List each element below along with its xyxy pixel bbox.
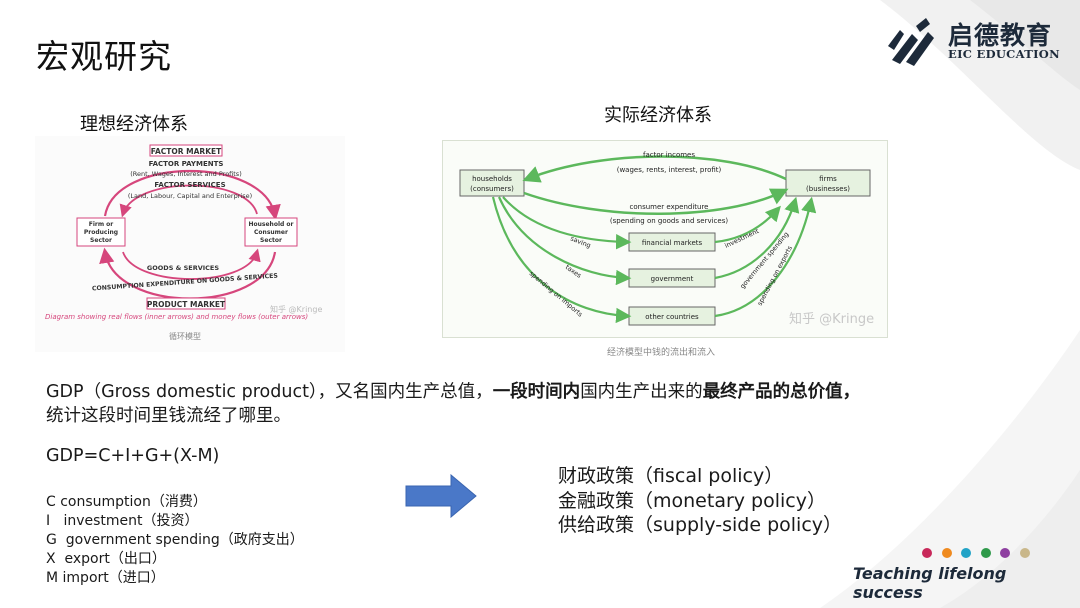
slide-title: 宏观研究 xyxy=(36,37,172,76)
gdp-formula: GDP=C+I+G+(X-M) xyxy=(46,446,220,466)
factor-market-label: FACTOR MARKET xyxy=(151,147,222,156)
government-box: government xyxy=(651,275,694,283)
households-line1: households xyxy=(472,175,512,183)
factor-payments-detail: (Rent, Wages, Interest and Profits) xyxy=(130,170,241,178)
firm-box-line3: Sector xyxy=(90,237,112,244)
circular-flow-diagram: FACTOR MARKET PRODUCT MARKET FACTOR PAYM… xyxy=(35,136,345,352)
money-flow-diagram: households (consumers) firms (businesses… xyxy=(442,140,888,338)
consumer-expenditure-label: consumer expenditure xyxy=(630,203,709,211)
eic-logo-icon xyxy=(888,18,934,66)
brand-dot xyxy=(1019,548,1030,558)
factor-incomes-label: factor incomes xyxy=(643,151,695,159)
household-box-line2: Consumer xyxy=(254,229,288,236)
investment-label: investment xyxy=(723,227,760,250)
tagline: Teaching lifelong success xyxy=(853,564,1007,602)
gdp-definition: GDP（Gross domestic product），又名国内生产总值，一段时… xyxy=(46,380,1056,428)
factor-payments-label: FACTOR PAYMENTS xyxy=(149,160,224,168)
policy-list: 财政政策（fiscal policy） 金融政策（monetary policy… xyxy=(558,464,842,538)
brand-dot xyxy=(922,548,932,558)
policy-supply-side: 供给政策（supply-side policy） xyxy=(558,514,843,536)
household-box-line3: Sector xyxy=(260,237,282,244)
gdp-def-part1: GDP（Gross domestic product），又名国内生产总值， xyxy=(46,382,493,402)
logo-chinese-name: 启德教育 xyxy=(948,21,1053,50)
households-line2: (consumers) xyxy=(470,185,514,193)
logo-english-name: EIC EDUCATION xyxy=(948,47,1060,61)
real-economy-caption: 实际经济体系 xyxy=(604,105,712,126)
ideal-footnote: Diagram showing real flows (inner arrows… xyxy=(45,313,308,321)
gdp-def-part2: 国内生产出来的 xyxy=(580,382,703,402)
term-investment: I investment（投资） xyxy=(46,513,199,529)
term-government: G government spending（政府支出） xyxy=(46,532,304,548)
financial-markets-box: financial markets xyxy=(642,239,703,247)
ideal-watermark: 知乎 @Kringe xyxy=(270,304,322,314)
consumer-expenditure-detail: (spending on goods and services) xyxy=(610,217,728,225)
gdp-def-line2: 统计这段时间里钱流经了哪里。 xyxy=(46,406,291,426)
term-import: M import（进口） xyxy=(46,570,165,586)
goods-services-label: GOODS & SERVICES xyxy=(147,264,219,272)
money-flow-svg: households (consumers) firms (businesses… xyxy=(459,151,874,327)
circular-flow-svg: FACTOR MARKET PRODUCT MARKET FACTOR PAYM… xyxy=(45,144,322,341)
real-economy-subcaption: 经济模型中钱的流出和流入 xyxy=(607,348,716,358)
background-swoosh xyxy=(820,0,1080,608)
right-arrow-icon xyxy=(405,474,477,518)
gdp-def-highlight1: 一段时间内 xyxy=(492,382,581,402)
brand-dot xyxy=(1000,548,1010,558)
real-watermark: 知乎 @Kringe xyxy=(789,311,874,327)
firm-box-line2: Producing xyxy=(84,229,118,236)
gdp-def-highlight2: 最终产品的总价值， xyxy=(702,382,861,402)
consumption-expenditure-label: CONSUMPTION EXPENDITURE ON GOODS & SERVI… xyxy=(92,273,278,293)
factor-services-label: FACTOR SERVICES xyxy=(154,181,225,189)
policy-fiscal: 财政政策（fiscal policy） xyxy=(558,465,784,487)
brand-dot xyxy=(941,548,952,558)
term-export: X export（出口） xyxy=(46,551,166,567)
gdp-terms-list: C consumption（消费） I investment（投资） G gov… xyxy=(46,493,304,588)
factor-services-detail: (Land, Labour, Capital and Enterprise) xyxy=(128,192,252,200)
brand-dot xyxy=(961,548,971,558)
term-consumption: C consumption（消费） xyxy=(46,494,207,510)
other-countries-box: other countries xyxy=(645,313,699,321)
taxes-label: taxes xyxy=(564,263,583,280)
brand-dots xyxy=(922,543,1039,562)
firms-line2: (businesses) xyxy=(806,185,850,193)
product-market-label: PRODUCT MARKET xyxy=(147,300,226,309)
ideal-subcaption: 循环模型 xyxy=(169,331,201,341)
policy-monetary: 金融政策（monetary policy） xyxy=(558,489,826,512)
firm-box-line1: Firm or xyxy=(89,221,114,228)
firms-line1: firms xyxy=(819,175,837,183)
household-box-line1: Household or xyxy=(249,221,294,228)
factor-incomes-detail: (wages, rents, interest, profit) xyxy=(617,166,722,174)
ideal-economy-caption: 理想经济体系 xyxy=(80,114,188,135)
brand-dot xyxy=(980,548,991,558)
